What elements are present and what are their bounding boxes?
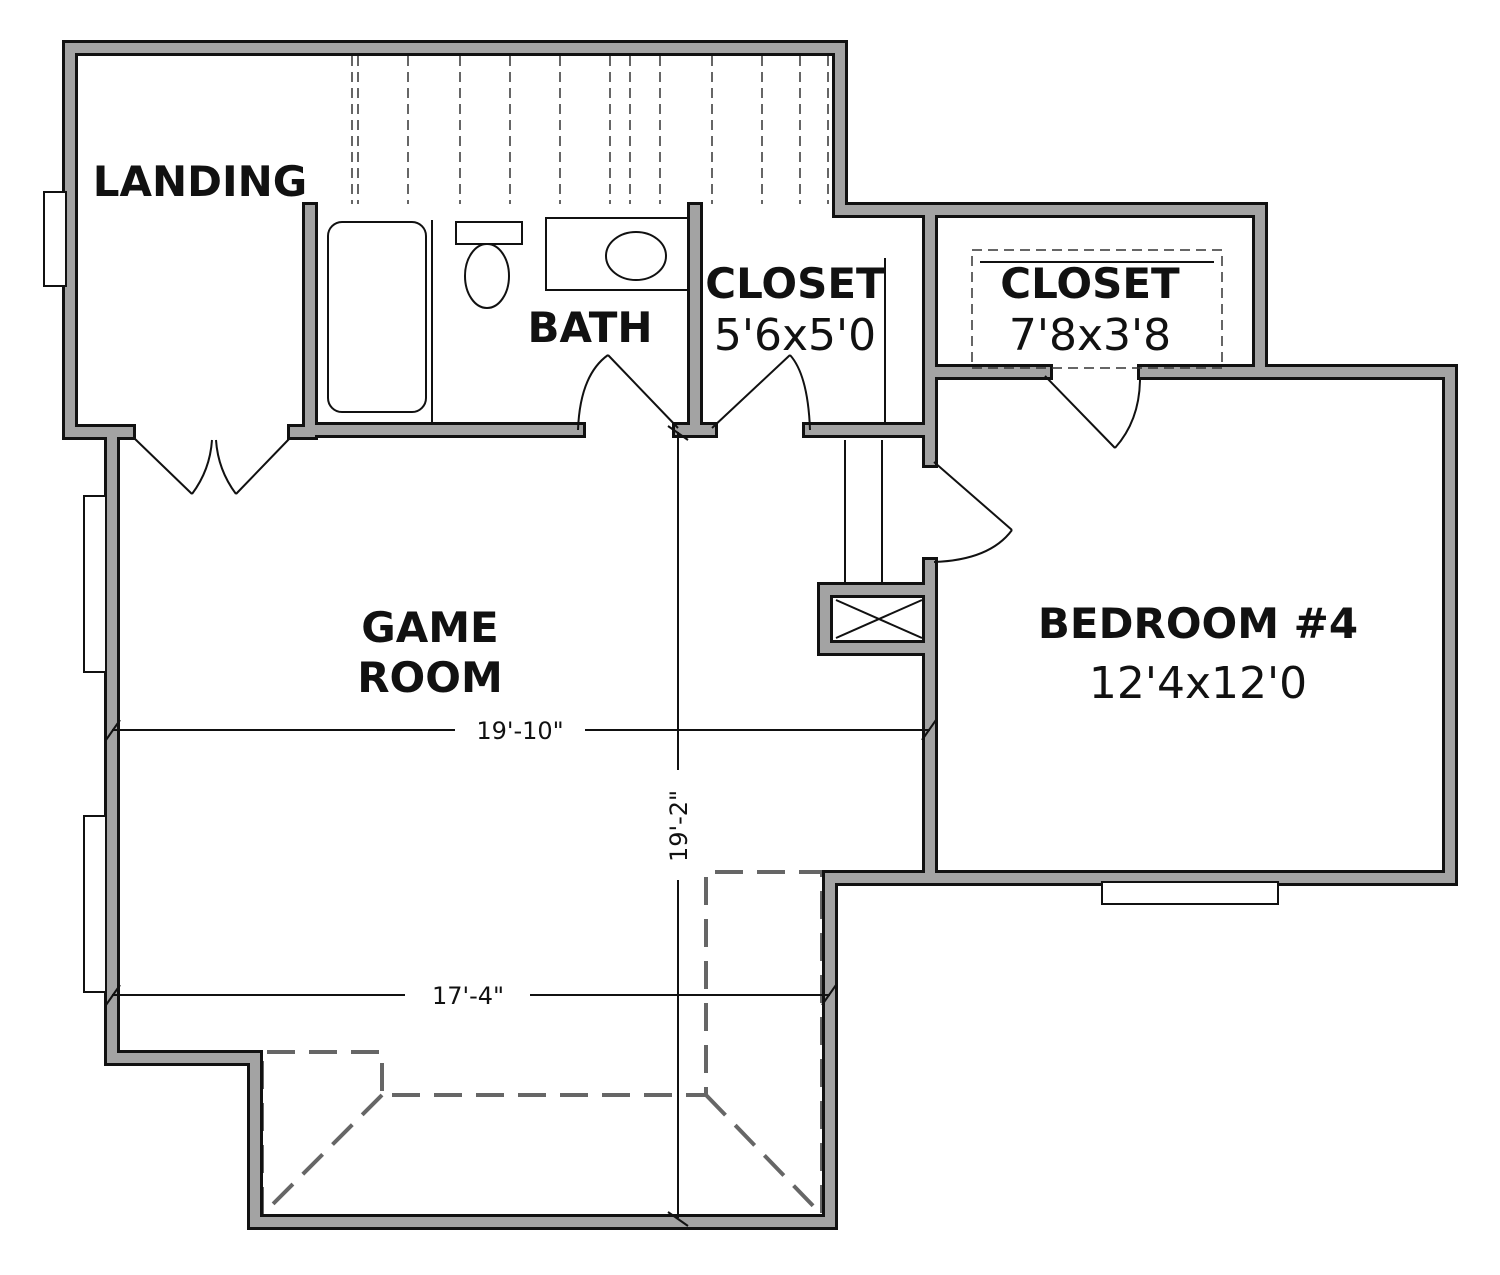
windows <box>43 191 1279 993</box>
sink <box>605 231 667 281</box>
bedroom4-size: 12'4x12'0 <box>1089 658 1307 709</box>
landing-label: LANDING <box>93 157 308 206</box>
dimension-game-depth: 19'-2" <box>665 790 693 862</box>
closet1-label: CLOSET <box>705 259 885 308</box>
toilet-bowl <box>464 243 510 309</box>
walls <box>62 40 1458 1230</box>
bedroom4-label: BEDROOM #4 <box>1038 599 1358 648</box>
closet2-label: CLOSET <box>1000 259 1180 308</box>
bath-fixtures <box>327 217 689 424</box>
game-room-label-line1: GAME <box>361 603 498 652</box>
dimension-game-width: 19'-10" <box>476 717 563 745</box>
closet2-size: 7'8x3'8 <box>1009 310 1171 361</box>
game-room-label-line2: ROOM <box>357 653 503 702</box>
dimension-game-lower-width: 17'-4" <box>432 982 504 1010</box>
toilet-tank <box>455 221 523 245</box>
bathtub <box>327 221 427 413</box>
dimension-lines <box>105 425 937 1227</box>
bath-label: BATH <box>527 303 652 352</box>
hidden-lines <box>260 870 824 1217</box>
closet-shelves <box>835 249 1223 639</box>
closet1-size: 5'6x5'0 <box>714 310 876 361</box>
stairs <box>351 56 829 204</box>
doors <box>133 354 1141 563</box>
